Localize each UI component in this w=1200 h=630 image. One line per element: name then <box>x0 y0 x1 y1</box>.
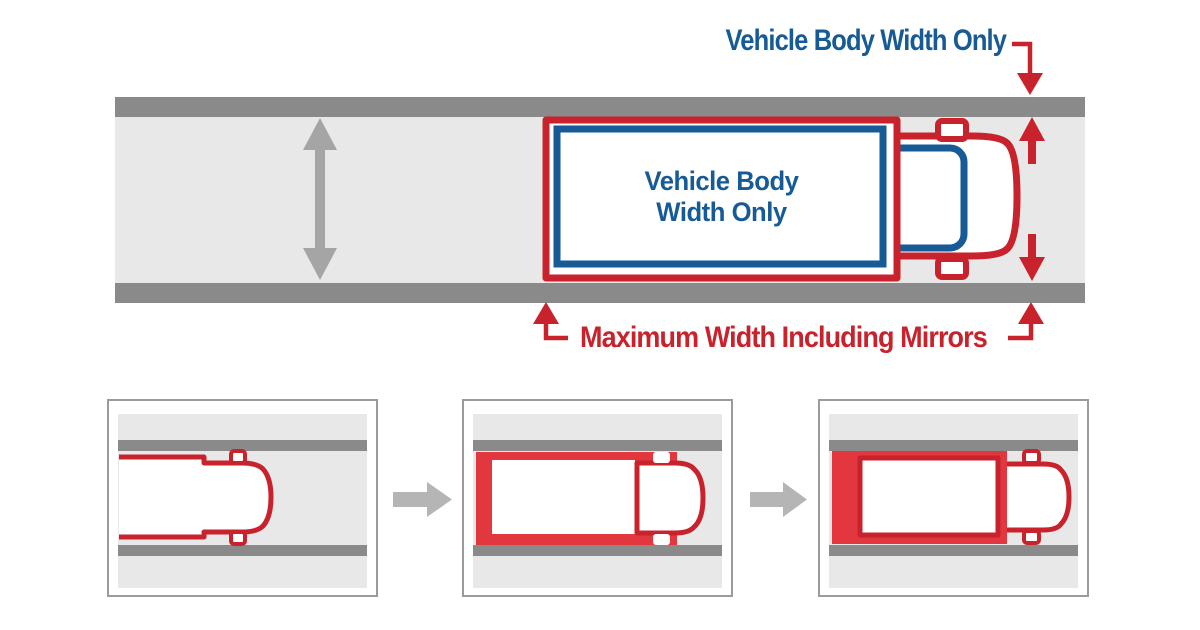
panel1-mirror-bottom <box>229 530 247 546</box>
sequence-arrow-1-shaft <box>393 492 427 507</box>
truck-mirror-bottom <box>935 256 969 280</box>
max-width-span-arrows <box>1019 117 1045 281</box>
max-width-callout <box>533 302 1044 341</box>
sequence-panel-2 <box>462 399 733 597</box>
max-width-arrow-left-icon <box>533 302 559 324</box>
panel2-mirror-top <box>653 452 670 463</box>
lane-width-arrow-icon <box>303 118 337 280</box>
sequence-panel-3 <box>818 399 1089 597</box>
sequence-arrow-2-shaft <box>750 492 783 507</box>
lane-arrow-head-down <box>303 248 337 280</box>
panel3-mirror-bottom <box>1022 529 1041 545</box>
truck-body-label-line2: Width Only <box>656 197 787 227</box>
panel1-mirror-top <box>229 449 247 465</box>
panel-road-edge-top <box>473 440 722 451</box>
span-arrow-up-shaft <box>1028 139 1036 164</box>
panel2-mirror-bottom <box>653 534 670 545</box>
max-width-connector-right <box>1008 322 1034 341</box>
road-edge-bottom <box>115 283 1085 303</box>
panel3-mirror-top <box>1022 449 1041 465</box>
max-width-arrow-right-icon <box>1018 302 1044 324</box>
span-arrow-down-icon <box>1019 257 1045 281</box>
panel-road-edge-bottom <box>473 545 722 556</box>
vehicle-body-width-label: Vehicle Body Width Only <box>725 24 1006 57</box>
panel2-truck-cab <box>634 460 706 536</box>
sequence-arrow-2-icon <box>750 482 807 517</box>
panel2-body-cutout <box>492 460 635 534</box>
panel3-truck-cab <box>1007 461 1072 533</box>
panel-road-edge-bottom <box>118 545 367 556</box>
road-edge-top <box>115 97 1085 117</box>
sequence-arrow-2-head <box>783 482 807 517</box>
body-width-arrow-icon <box>1017 73 1043 95</box>
truck-mirror-top <box>935 118 969 142</box>
panel-road-edge-bottom <box>829 545 1078 556</box>
lane-arrow-shaft <box>315 148 325 250</box>
sequence-arrow-1-icon <box>393 482 452 517</box>
max-width-connector-left <box>543 322 568 341</box>
body-width-callout <box>1012 41 1043 95</box>
truck-top-view <box>542 116 1021 282</box>
span-arrow-down-shaft <box>1028 234 1036 259</box>
span-arrow-up-icon <box>1019 117 1045 141</box>
panel1-truck-outline <box>119 454 274 540</box>
panel3-body-outline <box>857 455 1001 538</box>
panel-road-edge-top <box>118 440 367 451</box>
vehicle-body-width-box <box>553 125 887 268</box>
sequence-arrow-1-head <box>427 482 452 517</box>
maximum-width-label: Maximum Width Including Mirrors <box>580 321 988 354</box>
body-width-connector <box>1012 41 1033 76</box>
sequence-panel-1 <box>107 399 378 597</box>
lane-arrow-head-up <box>303 118 337 150</box>
panel-road-edge-top <box>829 440 1078 451</box>
truck-body-label-line1: Vehicle Body <box>644 166 799 196</box>
truck-body-label: Vehicle Body Width Only <box>568 131 875 263</box>
